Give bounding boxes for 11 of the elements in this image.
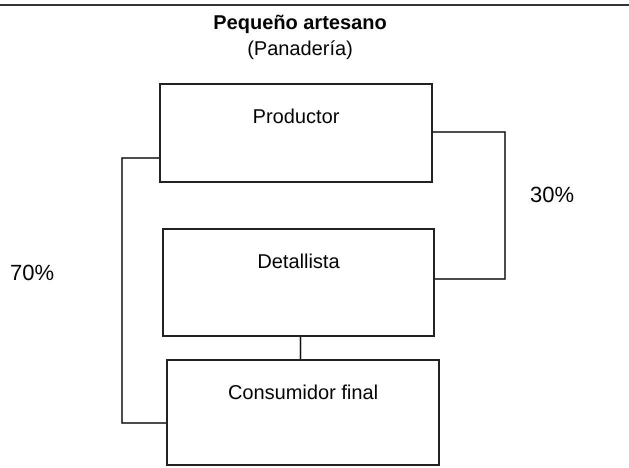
connector-line <box>433 131 506 280</box>
box-label: Consumidor final <box>228 381 378 405</box>
box-label: Productor <box>252 105 340 129</box>
process-box <box>162 228 435 337</box>
box-label: Detallista <box>257 250 340 274</box>
process-box <box>159 83 433 183</box>
diagram-title: Pequeño artesano <box>213 11 387 36</box>
connector-line <box>121 157 166 424</box>
subtitle: (Panadería) <box>247 37 353 62</box>
connector-line <box>300 337 302 359</box>
process-box <box>166 359 440 466</box>
